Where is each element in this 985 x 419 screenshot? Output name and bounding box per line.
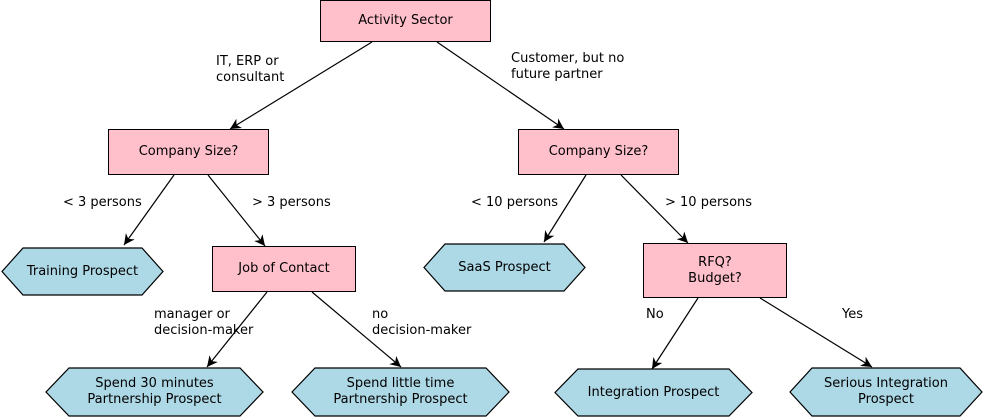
node-rfq-budget-label: RFQ? Budget? [688, 254, 742, 286]
edge-label-no: No [646, 307, 664, 322]
node-company-size-right-label: Company Size? [548, 144, 649, 159]
edge-label-lt3: < 3 persons [63, 195, 142, 210]
edge-activity-to-size-right [436, 41, 565, 130]
edge-label-it-erp: IT, ERP or consultant [216, 54, 285, 85]
leaf-integration-prospect-shape [554, 368, 753, 417]
node-activity-sector: Activity Sector [320, 0, 491, 42]
leaf-training-prospect-shape [1, 247, 164, 296]
node-rfq-budget: RFQ? Budget? [643, 243, 787, 298]
node-activity-sector-label: Activity Sector [358, 13, 453, 28]
leaf-saas-prospect-shape [423, 243, 586, 292]
leaf-spend-30: Spend 30 minutes Partnership Prospect [45, 367, 264, 417]
edge-activity-to-size-left [229, 41, 373, 130]
node-company-size-left: Company Size? [108, 129, 269, 175]
edge-label-no-decision: no decision-maker [372, 307, 472, 338]
leaf-training-prospect: Training Prospect [1, 247, 164, 296]
leaf-serious-integration: Serious Integration Prospect [789, 367, 983, 417]
leaf-spend-30-label: Spend 30 minutes Partnership Prospect [87, 376, 222, 407]
leaf-serious-integration-shape [789, 367, 983, 417]
edge-size-left-to-job [207, 174, 266, 247]
leaf-spend-30-shape [45, 367, 264, 417]
edge-job-to-spend30 [206, 291, 268, 368]
edge-label-customer-no-partner: Customer, but no future partner [511, 51, 625, 82]
edge-size-left-to-training [123, 174, 175, 246]
edge-size-right-to-saas [543, 174, 587, 243]
leaf-saas-prospect-label: SaaS Prospect [458, 259, 551, 275]
leaf-training-prospect-label: Training Prospect [26, 263, 139, 279]
edge-label-manager: manager or decision-maker [154, 307, 254, 338]
node-company-size-right: Company Size? [518, 129, 679, 175]
leaf-serious-integration-label: Serious Integration Prospect [824, 376, 948, 407]
node-company-size-left-label: Company Size? [138, 144, 239, 159]
node-job-of-contact-label: Job of Contact [238, 261, 330, 276]
edge-label-gt10: > 10 persons [665, 195, 753, 210]
edge-label-yes: Yes [842, 307, 863, 322]
edge-size-right-to-rfq [620, 174, 689, 244]
leaf-saas-prospect: SaaS Prospect [423, 243, 586, 292]
edge-rfq-to-serious [759, 297, 873, 368]
leaf-spend-little: Spend little time Partnership Prospect [291, 367, 510, 417]
leaf-spend-little-label: Spend little time Partnership Prospect [333, 376, 468, 407]
edge-rfq-to-integration [651, 297, 699, 370]
leaf-spend-little-shape [291, 367, 510, 417]
leaf-integration-prospect: Integration Prospect [554, 368, 753, 417]
edge-label-lt10: < 10 persons [471, 195, 559, 210]
leaf-integration-prospect-label: Integration Prospect [587, 384, 720, 400]
edge-label-gt3: > 3 persons [252, 195, 331, 210]
node-job-of-contact: Job of Contact [212, 246, 356, 292]
edge-job-to-spendlittle [311, 291, 402, 368]
